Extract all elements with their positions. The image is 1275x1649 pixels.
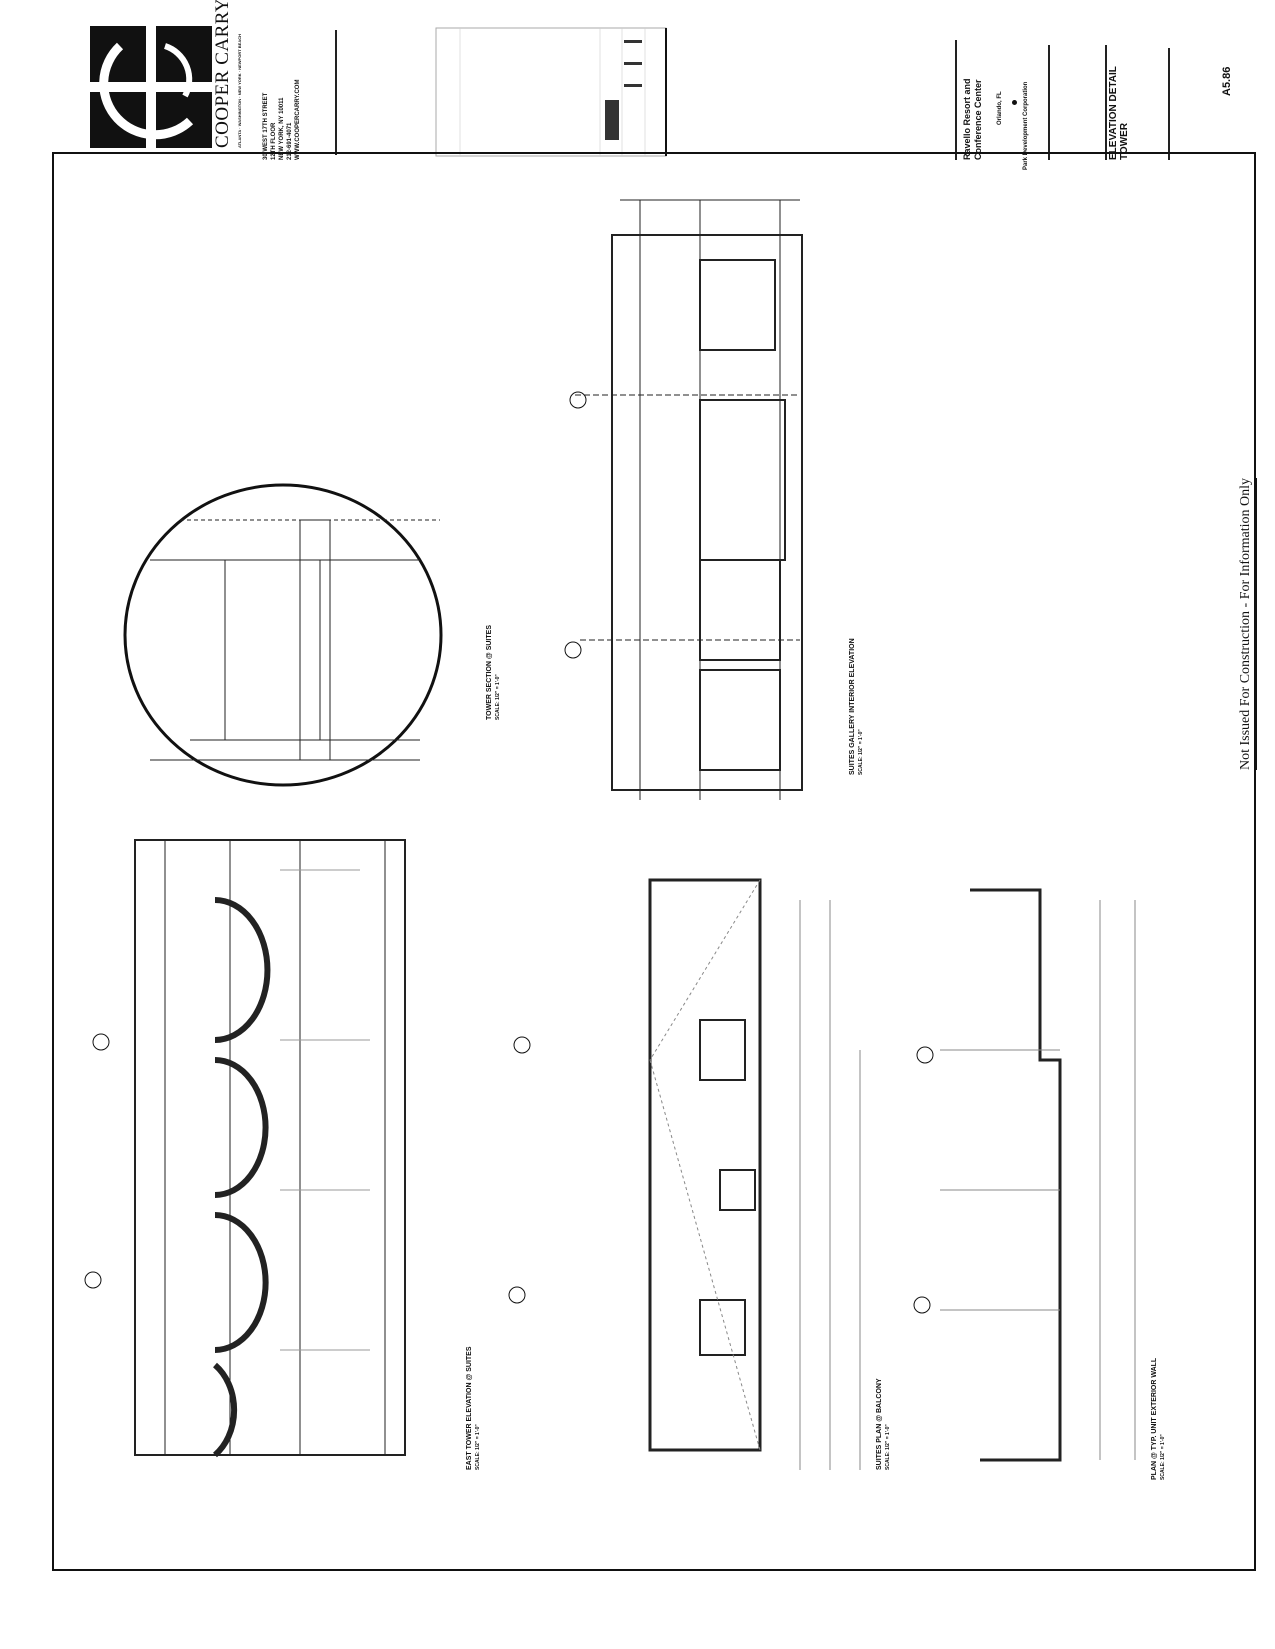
scale: SCALE: 1/2" = 1'-0"	[885, 1424, 891, 1470]
firm-logo	[90, 26, 212, 148]
divider	[1168, 48, 1170, 160]
scale: SCALE: 1/2" = 1'-0"	[475, 1424, 481, 1470]
divider	[1105, 45, 1107, 160]
typ-wall-plan-drawing	[940, 888, 1136, 1462]
logo-mark-icon	[90, 26, 212, 148]
scale: SCALE: 1/2" = 1'-0"	[858, 729, 864, 775]
watermark: Not Issued For Construction - For Inform…	[1238, 477, 1257, 770]
east-tower-elevation-drawing	[134, 839, 406, 1458]
title: SUITES GALLERY INTERIOR ELEVATION	[849, 638, 856, 775]
bullet-icon	[1012, 100, 1017, 105]
suites-plan-drawing	[648, 878, 861, 1470]
scale: SCALE: 1/2" = 1'-0"	[1160, 1434, 1166, 1480]
divider	[335, 30, 337, 155]
drawing-frame	[52, 152, 1256, 1571]
title: EAST TOWER ELEVATION @ SUITES	[466, 1346, 473, 1470]
scale: SCALE: 1/2" = 1'-0"	[495, 674, 501, 720]
gallery-elevation-drawing	[575, 199, 803, 800]
divider	[1048, 45, 1050, 160]
tower-section-drawing	[123, 483, 443, 787]
title: TOWER SECTION @ SUITES	[486, 625, 493, 720]
divider	[955, 40, 957, 160]
title: PLAN @ TYP. UNIT EXTERIOR WALL	[1151, 1357, 1158, 1480]
title: SUITES PLAN @ BALCONY	[876, 1378, 883, 1470]
